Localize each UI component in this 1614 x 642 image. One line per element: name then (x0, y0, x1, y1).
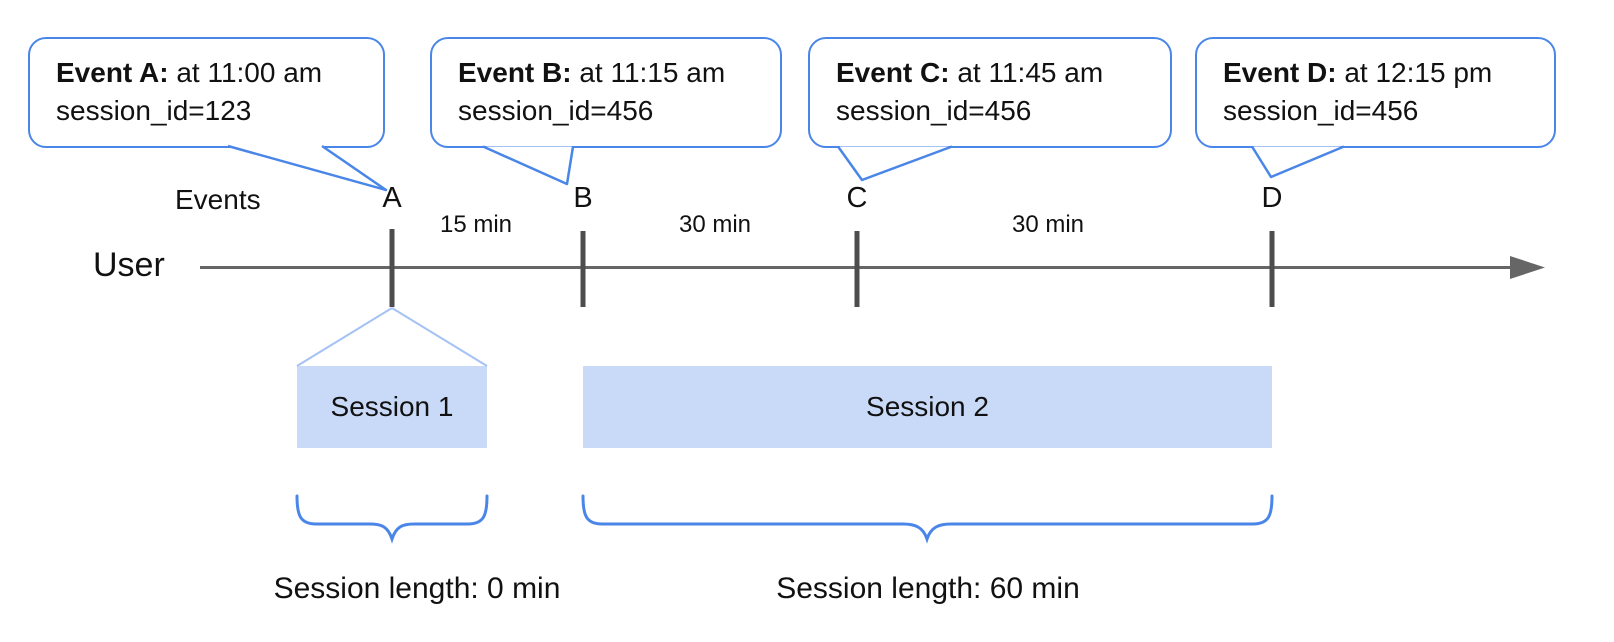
session-2-length-label: Session length: 60 min (776, 572, 1080, 605)
session-2-label: Session 2 (866, 391, 989, 422)
callout-event-b: Event B: at 11:15 am session_id=456 (430, 37, 782, 148)
callout-event-a-session-id: session_id=123 (56, 95, 252, 126)
session-2-box: Session 2 (583, 366, 1272, 448)
timeline-arrowhead-icon (1510, 256, 1545, 279)
callout-event-d-time: Event D: at 12:15 pm (1223, 54, 1536, 92)
callout-event-b-time: Event B: at 11:15 am (458, 54, 762, 92)
callout-event-a-title: Event A: (56, 57, 169, 88)
callout-event-b-title: Event B: (458, 57, 572, 88)
callout-event-d-detail: at 12:15 pm (1336, 57, 1493, 88)
session-1-brace (295, 494, 489, 544)
callout-event-c-title: Event C: (836, 57, 950, 88)
callout-tail-c (836, 145, 953, 182)
session-1-funnel-line-right (391, 307, 488, 367)
callout-event-c-detail: at 11:45 am (949, 57, 1104, 88)
interval-label-b-c: 30 min (678, 211, 752, 238)
interval-label-c-d: 30 min (1011, 211, 1085, 238)
event-marker-b: B (573, 182, 593, 214)
events-row-label: Events (175, 184, 261, 215)
session-1-box: Session 1 (297, 366, 487, 448)
session-1-label: Session 1 (330, 391, 454, 422)
callout-event-a-detail: at 11:00 am (168, 57, 323, 88)
callout-event-b-session-id: session_id=456 (458, 95, 654, 126)
event-marker-d: D (1261, 182, 1283, 214)
callout-event-b-detail: at 11:15 am (571, 57, 726, 88)
callout-event-c-session-id: session_id=456 (836, 95, 1032, 126)
callout-event-d-title: Event D: (1223, 57, 1337, 88)
session-1-funnel-line-left (296, 307, 393, 367)
callout-event-d: Event D: at 12:15 pm session_id=456 (1195, 37, 1556, 148)
interval-label-a-b: 15 min (439, 211, 513, 238)
event-marker-c: C (846, 182, 868, 214)
callout-event-d-session-id: session_id=456 (1223, 95, 1419, 126)
session-2-brace (581, 494, 1274, 544)
session-1-length-label: Session length: 0 min (273, 572, 561, 605)
callout-event-a: Event A: at 11:00 am session_id=123 (28, 37, 385, 148)
user-row-label: User (93, 246, 165, 284)
callout-tail-b (482, 145, 575, 186)
callout-event-c-time: Event C: at 11:45 am (836, 54, 1152, 92)
event-marker-a: A (382, 182, 402, 214)
callout-event-c: Event C: at 11:45 am session_id=456 (808, 37, 1172, 148)
callout-event-a-time: Event A: at 11:00 am (56, 54, 365, 92)
callout-tail-d (1250, 145, 1345, 179)
